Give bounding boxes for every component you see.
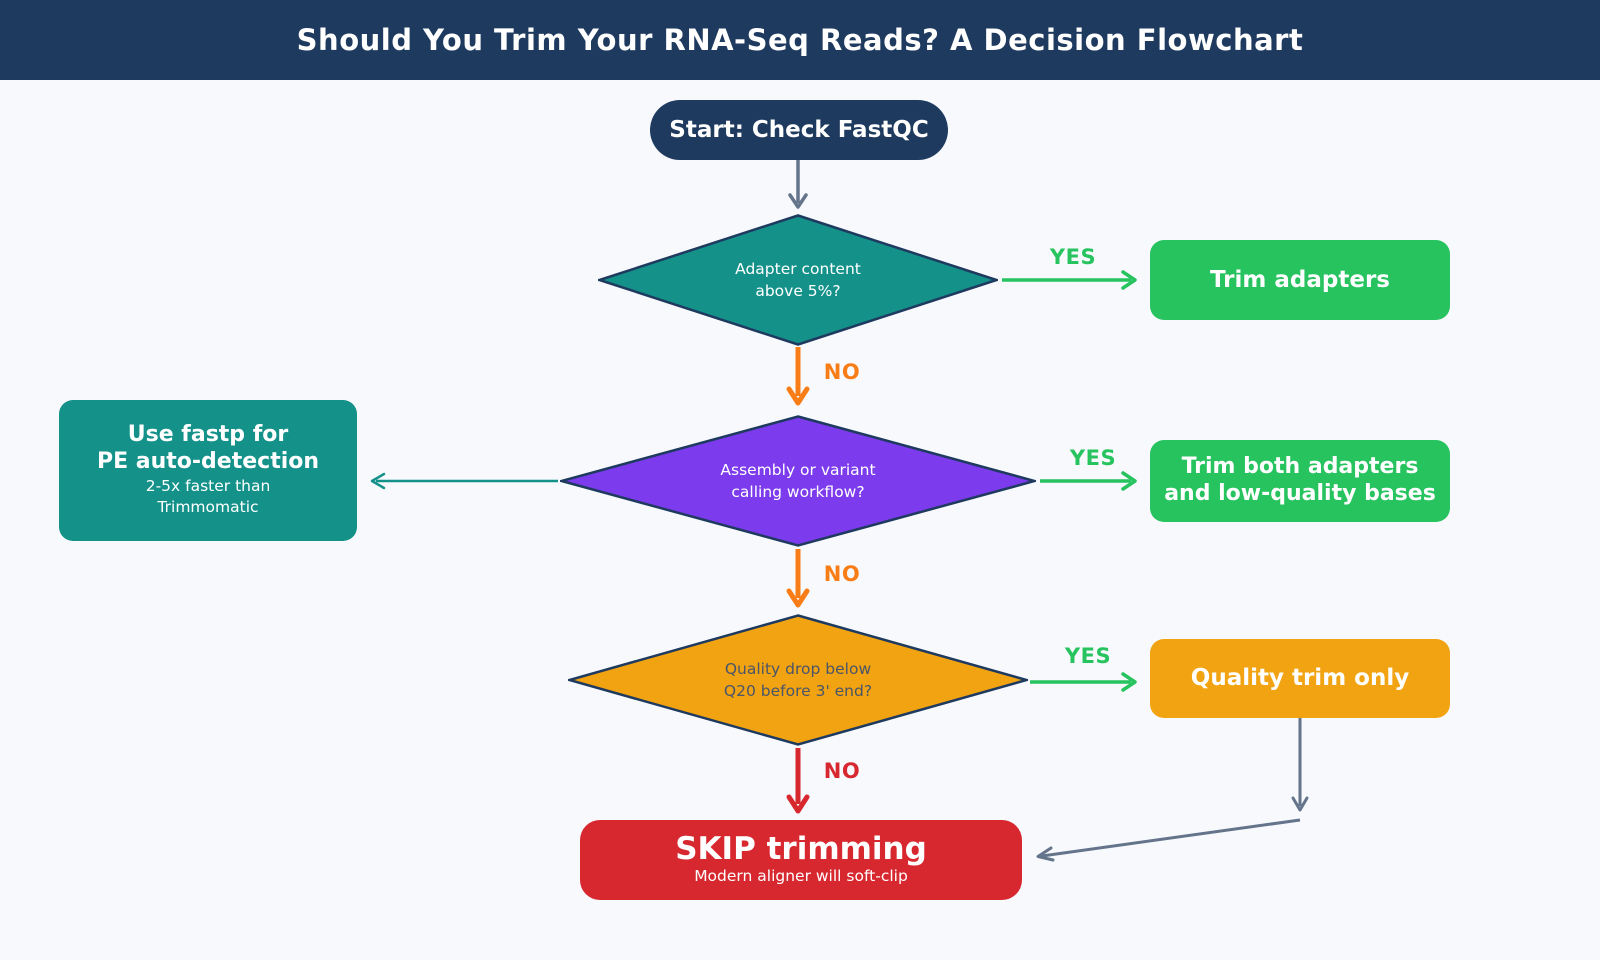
edge-no-to-quality — [786, 549, 810, 608]
start-node-label: Start: Check FastQC — [669, 117, 929, 143]
decision-workflow: Assembly or variant calling workflow? — [560, 415, 1036, 547]
decision-adapter-content: Adapter content above 5%? — [598, 214, 998, 346]
decision-workflow-text: Assembly or variant calling workflow? — [720, 460, 876, 501]
edge-yes-quality-trim — [1030, 672, 1137, 692]
title-bar: Should You Trim Your RNA-Seq Reads? A De… — [0, 0, 1600, 80]
trim-adapters-label: Trim adapters — [1210, 266, 1390, 293]
edge-label-yes-1: YES — [1049, 245, 1097, 269]
start-node: Start: Check FastQC — [650, 100, 948, 160]
action-trim-adapters: Trim adapters — [1150, 240, 1450, 320]
edge-label-yes-3: YES — [1064, 644, 1112, 668]
edge-yes-trim-adapters — [1002, 270, 1137, 290]
edge-yes-trim-both — [1040, 471, 1137, 491]
edge-start-to-adapter — [788, 160, 808, 209]
edge-label-no-1: NO — [823, 360, 861, 384]
diamond-shape — [568, 614, 1028, 746]
edge-no-skip — [786, 748, 810, 814]
quality-trim-label: Quality trim only — [1190, 665, 1410, 692]
edge-label-yes-2: YES — [1069, 446, 1117, 470]
edge-no-to-workflow — [786, 347, 810, 406]
trim-both-line1: Trim both adapters — [1181, 454, 1419, 480]
decision-quality-drop: Quality drop below Q20 before 3' end? — [568, 614, 1028, 746]
note-use-fastp: Use fastp for PE auto-detection 2-5x fas… — [59, 400, 357, 541]
decision-quality-text: Quality drop below Q20 before 3' end? — [723, 659, 873, 700]
fastp-note-line2: Trimmomatic — [157, 498, 259, 517]
skip-subtitle: Modern aligner will soft-clip — [694, 867, 908, 886]
diamond-shape — [560, 415, 1036, 547]
action-trim-both: Trim both adapters and low-quality bases — [1150, 440, 1450, 522]
edge-label-no-2: NO — [823, 562, 861, 586]
action-skip-trimming: SKIP trimming Modern aligner will soft-c… — [580, 820, 1022, 900]
fastp-note-line1: 2-5x faster than — [145, 476, 271, 495]
action-quality-trim: Quality trim only — [1150, 639, 1450, 718]
edge-qualitytrim-to-skip — [1036, 718, 1309, 862]
edge-label-no-3: NO — [823, 759, 861, 783]
skip-title: SKIP trimming — [675, 831, 927, 868]
fastp-title-line2: PE auto-detection — [96, 448, 320, 474]
fastp-title-line1: Use fastp for — [127, 421, 289, 447]
edge-to-fastp — [370, 472, 558, 490]
page-title: Should You Trim Your RNA-Seq Reads? A De… — [296, 23, 1304, 57]
decision-adapter-text: Adapter content above 5%? — [735, 259, 861, 300]
trim-both-line2: and low-quality bases — [1164, 481, 1436, 506]
diamond-shape — [598, 214, 998, 346]
